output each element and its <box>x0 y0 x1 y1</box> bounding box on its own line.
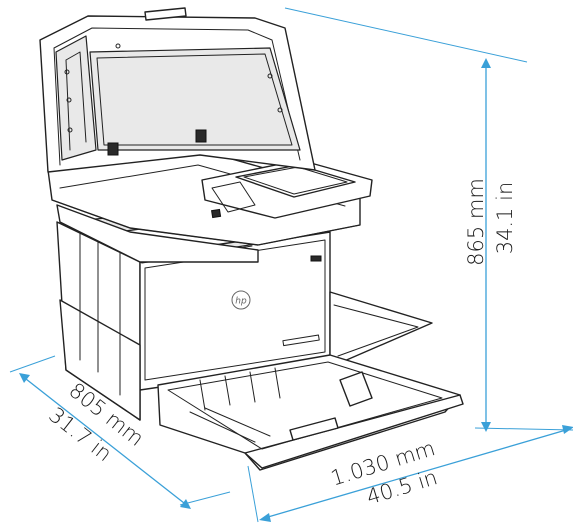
depth-right-extension-line <box>179 491 231 506</box>
height-metric-label: 865 mm <box>464 178 488 266</box>
svg-text:hp: hp <box>235 297 247 307</box>
width-left-extension-line <box>247 465 259 523</box>
width-labels: 1.030 mm 40.5 in <box>328 436 440 509</box>
hp-logo-icon: hp <box>231 290 251 310</box>
height-top-extension-line <box>284 7 528 63</box>
height-bottom-extension-line <box>474 427 573 431</box>
status-led-icon <box>310 255 322 262</box>
depth-dimension-arrow <box>25 378 185 504</box>
paper-tray-open <box>157 354 464 471</box>
control-panel <box>201 159 373 219</box>
scanner-lid-open <box>39 7 316 173</box>
height-labels: 865 mm 34.1 in <box>464 178 517 266</box>
height-imperial-label: 34.1 in <box>493 182 517 255</box>
depth-left-extension-line <box>9 355 56 373</box>
multipurpose-tray <box>329 291 433 366</box>
width-dimension-arrow <box>267 429 567 518</box>
dimension-lines <box>9 7 573 523</box>
printer-illustration: hp <box>39 7 464 471</box>
lid-glass-pad <box>89 47 301 151</box>
